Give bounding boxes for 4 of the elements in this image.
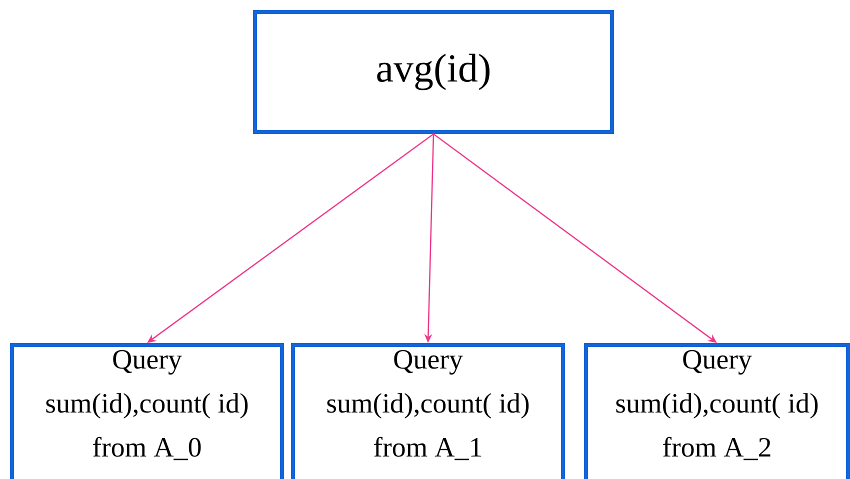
process-box: Query sum(id),count( id) from A_2 [584, 343, 850, 479]
process-box: Query sum(id),count( id) from A_0 [10, 343, 284, 479]
process-box: avg(id) [253, 10, 614, 134]
process-box: Query sum(id),count( id) from A_1 [291, 343, 565, 479]
